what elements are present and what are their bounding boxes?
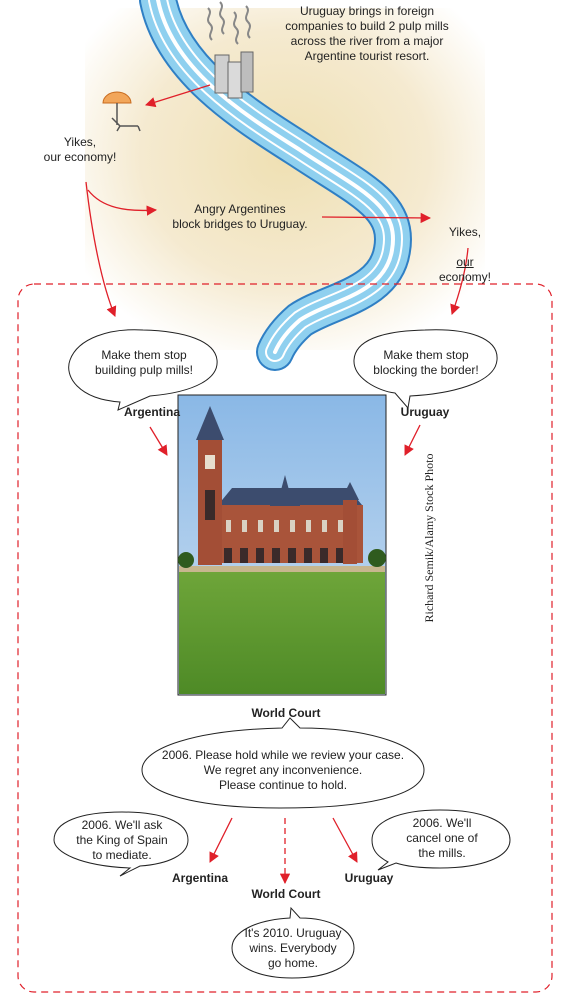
beach-umbrella-icon xyxy=(102,91,141,132)
yikes-right-our: our xyxy=(456,255,474,269)
yikes-right-economy: economy! xyxy=(438,270,492,284)
world-court-label-top: World Court xyxy=(251,706,321,720)
mills-to-resort-arrow xyxy=(145,84,211,108)
yikes-to-angry-arrow xyxy=(87,189,158,216)
yikes-right-line1: Yikes, xyxy=(448,225,482,239)
yikes-right-text: Yikes, our economy! xyxy=(410,210,520,285)
world-court-label-bottom: World Court xyxy=(251,887,321,901)
angry-to-yikes-right-arrow xyxy=(321,212,432,224)
mills-note: Uruguay brings in foreign companies to b… xyxy=(285,4,449,63)
pulp-mill-icon xyxy=(207,1,254,99)
uruguay-claim-bubble xyxy=(353,329,498,410)
uruguay-2006-text: 2006. We'll cancel one of the mills. xyxy=(406,816,478,860)
argentina-claim-bubble xyxy=(68,329,218,411)
argentina-2006-text: 2006. We'll ask the King of Spain to med… xyxy=(76,818,168,862)
photo-credit: Richard Semik/Alamy Stock Photo xyxy=(422,453,436,623)
river xyxy=(139,0,412,371)
court-to-uruguay-arrow xyxy=(332,817,358,863)
court-2010-bubble xyxy=(231,906,355,979)
argentina-claim-text: Make them stop building pulp mills! xyxy=(94,348,194,377)
court-2010-text: It's 2010. Uruguay wins. Everybody go ho… xyxy=(244,926,342,970)
yikes-left-text: Yikes, our economy! xyxy=(43,135,117,164)
uruguay-to-court-arrow xyxy=(404,424,421,456)
argentina-to-court-arrow xyxy=(149,426,168,456)
yikes-to-argentina-arrow xyxy=(85,181,117,317)
uruguay-label-top: Uruguay xyxy=(400,405,450,419)
uruguay-label-bottom: Uruguay xyxy=(344,871,394,885)
court-to-argentina-arrow xyxy=(209,817,233,863)
sand-background xyxy=(0,0,570,350)
court-reply-text: 2006. Please hold while we review your c… xyxy=(161,748,405,792)
argentina-label-bottom: Argentina xyxy=(171,871,228,885)
court-reply-bubble xyxy=(141,717,425,809)
peace-palace-photo xyxy=(177,394,387,696)
dashed-frame xyxy=(17,283,553,993)
argentina-label-top: Argentina xyxy=(123,405,180,419)
argentina-2006-bubble xyxy=(53,811,189,877)
uruguay-2006-bubble xyxy=(371,809,511,871)
angry-argentines-text: Angry Argentines block bridges to Urugua… xyxy=(172,202,308,231)
yikes-right-to-uruguay-arrow xyxy=(450,247,469,315)
uruguay-claim-text: Make them stop blocking the border! xyxy=(373,348,479,377)
